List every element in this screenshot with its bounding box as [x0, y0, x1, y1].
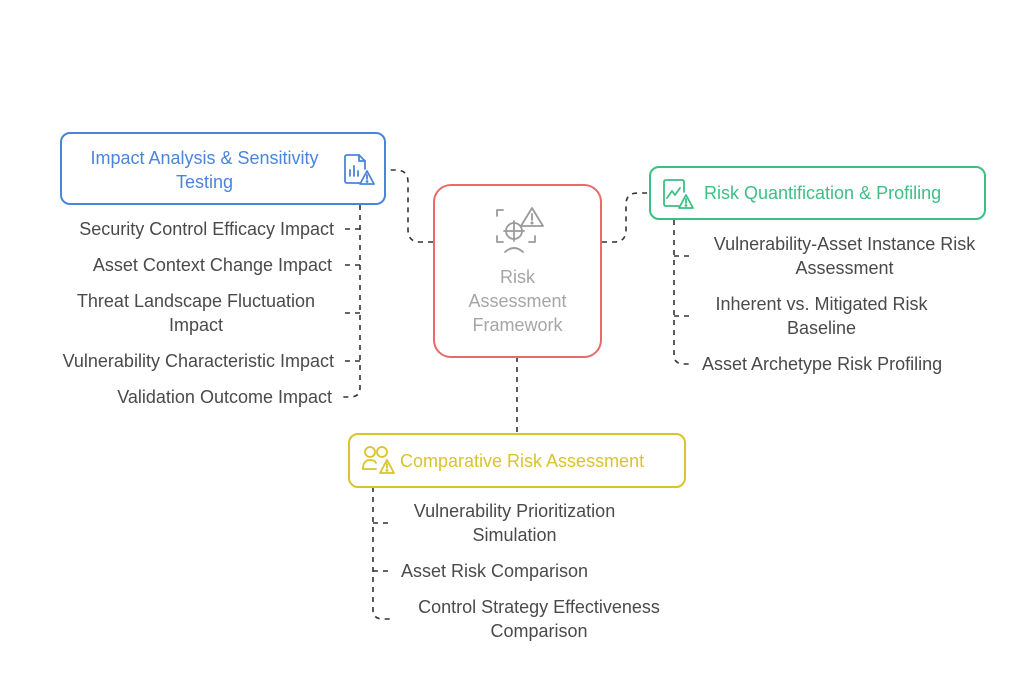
impact-item-1: Security Control Efficacy Impact	[79, 219, 334, 239]
risk-quantification-title: Risk Quantification & Profiling	[704, 183, 942, 203]
impact-item-3: Threat Landscape Fluctuation Impact	[76, 291, 316, 335]
chart-alert-icon	[344, 154, 375, 185]
users-alert-icon	[362, 446, 395, 474]
impact-item-5: Validation Outcome Impact	[117, 387, 332, 407]
connector-center-quantification	[602, 192, 649, 243]
comparative-item-2: Asset Risk Comparison	[401, 561, 589, 581]
center-title: Risk Assessment Framework	[468, 267, 567, 335]
impact-spine	[343, 205, 361, 398]
impact-analysis-node[interactable]: Impact Analysis & Sensitivity Testing	[60, 132, 386, 205]
impact-item-2: Asset Context Change Impact	[92, 255, 332, 275]
comparative-spine	[372, 487, 392, 620]
comparative-item-1: Vulnerability Prioritization Simulation	[413, 501, 616, 545]
risk-assessment-icon	[496, 207, 544, 253]
risk-quantification-node[interactable]: Risk Quantification & Profiling	[649, 166, 986, 220]
impact-item-4: Vulnerability Characteristic Impact	[62, 351, 334, 371]
quantification-item-1: Vulnerability-Asset Instance Risk Assess…	[713, 234, 976, 278]
quantification-item-2: Inherent vs. Mitigated Risk Baseline	[715, 294, 928, 338]
quantification-item-3: Asset Archetype Risk Profiling	[702, 354, 943, 374]
comparative-risk-node[interactable]: Comparative Risk Assessment	[348, 433, 686, 488]
connector-center-impact	[386, 169, 433, 243]
center-node[interactable]: Risk Assessment Framework	[433, 184, 602, 358]
trend-alert-icon	[663, 179, 694, 209]
quantification-spine	[673, 220, 692, 365]
impact-analysis-title: Impact Analysis & Sensitivity Testing	[90, 148, 319, 192]
comparative-risk-title: Comparative Risk Assessment	[400, 451, 645, 471]
comparative-item-3: Control Strategy Effectiveness Compariso…	[418, 597, 660, 641]
